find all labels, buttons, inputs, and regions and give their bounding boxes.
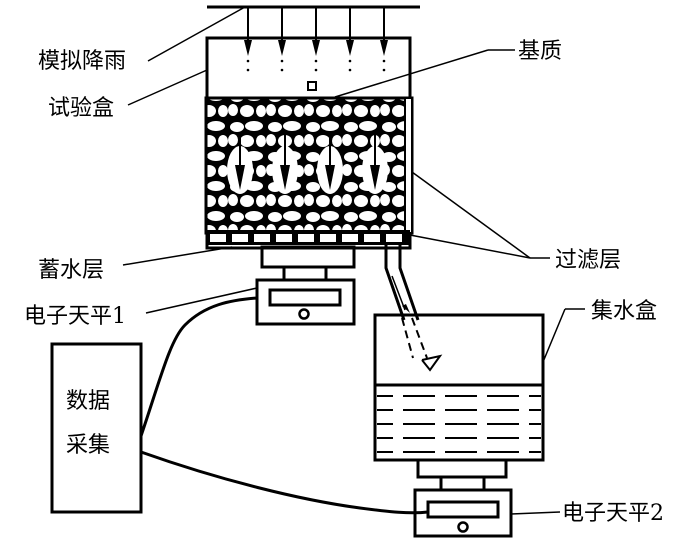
storage-slot bbox=[210, 234, 226, 242]
rain-drop bbox=[382, 68, 386, 72]
storage-slot bbox=[320, 234, 336, 242]
collected-water bbox=[377, 395, 541, 453]
water-flow-arrow bbox=[317, 132, 343, 194]
balance-1-display bbox=[268, 288, 342, 307]
rain-arrow bbox=[346, 7, 354, 72]
label-water-storage-layer: 蓄水层 bbox=[38, 258, 104, 283]
water-flow-arrow bbox=[362, 132, 388, 194]
cable-balance-2 bbox=[140, 450, 429, 515]
label-balance-1: 电子天平1 bbox=[24, 304, 126, 329]
storage-slot bbox=[364, 234, 380, 242]
label-collection-box: 集水盒 bbox=[591, 299, 657, 324]
storage-slot bbox=[232, 234, 248, 242]
rain-drop bbox=[314, 59, 318, 63]
label-test-box: 试验盒 bbox=[48, 96, 114, 121]
storage-slot bbox=[298, 234, 314, 242]
label-data-acquisition-1: 数据 bbox=[66, 389, 110, 414]
rain-drop bbox=[382, 59, 386, 63]
balance-2-platform bbox=[416, 458, 508, 479]
substrate bbox=[204, 96, 414, 235]
storage-slot bbox=[276, 234, 292, 242]
cable-balance-1 bbox=[139, 296, 258, 437]
storage-slot bbox=[386, 234, 402, 242]
balance-2-button bbox=[457, 521, 469, 533]
label-substrate: 基质 bbox=[518, 39, 562, 64]
balance-2-display bbox=[426, 500, 500, 519]
rain-arrow bbox=[380, 7, 388, 72]
balance-1 bbox=[255, 278, 356, 326]
rain-drop bbox=[280, 68, 284, 72]
data-acquisition-box bbox=[50, 342, 143, 514]
rain-drop bbox=[314, 68, 318, 72]
label-filter-layer: 过滤层 bbox=[555, 248, 621, 273]
rain-drop bbox=[348, 68, 352, 72]
label-balance-2: 电子天平2 bbox=[562, 501, 664, 526]
rain-drop bbox=[348, 59, 352, 63]
rain-drop bbox=[280, 59, 284, 63]
leader-lines bbox=[122, 6, 585, 515]
water-flow-arrow bbox=[272, 132, 298, 194]
water-storage-layer bbox=[207, 230, 410, 245]
rain-arrow bbox=[278, 7, 286, 72]
label-simulated-rainfall: 模拟降雨 bbox=[38, 49, 126, 74]
drain-pipe bbox=[384, 245, 443, 372]
balance-1-platform bbox=[260, 245, 356, 269]
rain-arrow bbox=[244, 7, 252, 72]
water-flow-arrow bbox=[227, 132, 253, 194]
rain-drop bbox=[246, 59, 250, 63]
filter-layer-side bbox=[404, 97, 413, 234]
label-data-acquisition-2: 采集 bbox=[66, 433, 110, 458]
balance-1-button bbox=[298, 308, 310, 320]
sensor-marker bbox=[307, 81, 317, 91]
rain-drop bbox=[246, 68, 250, 72]
storage-slot bbox=[254, 234, 270, 242]
rain-arrow bbox=[312, 7, 320, 72]
storage-slot bbox=[342, 234, 358, 242]
rain-sprinkler bbox=[207, 5, 420, 72]
